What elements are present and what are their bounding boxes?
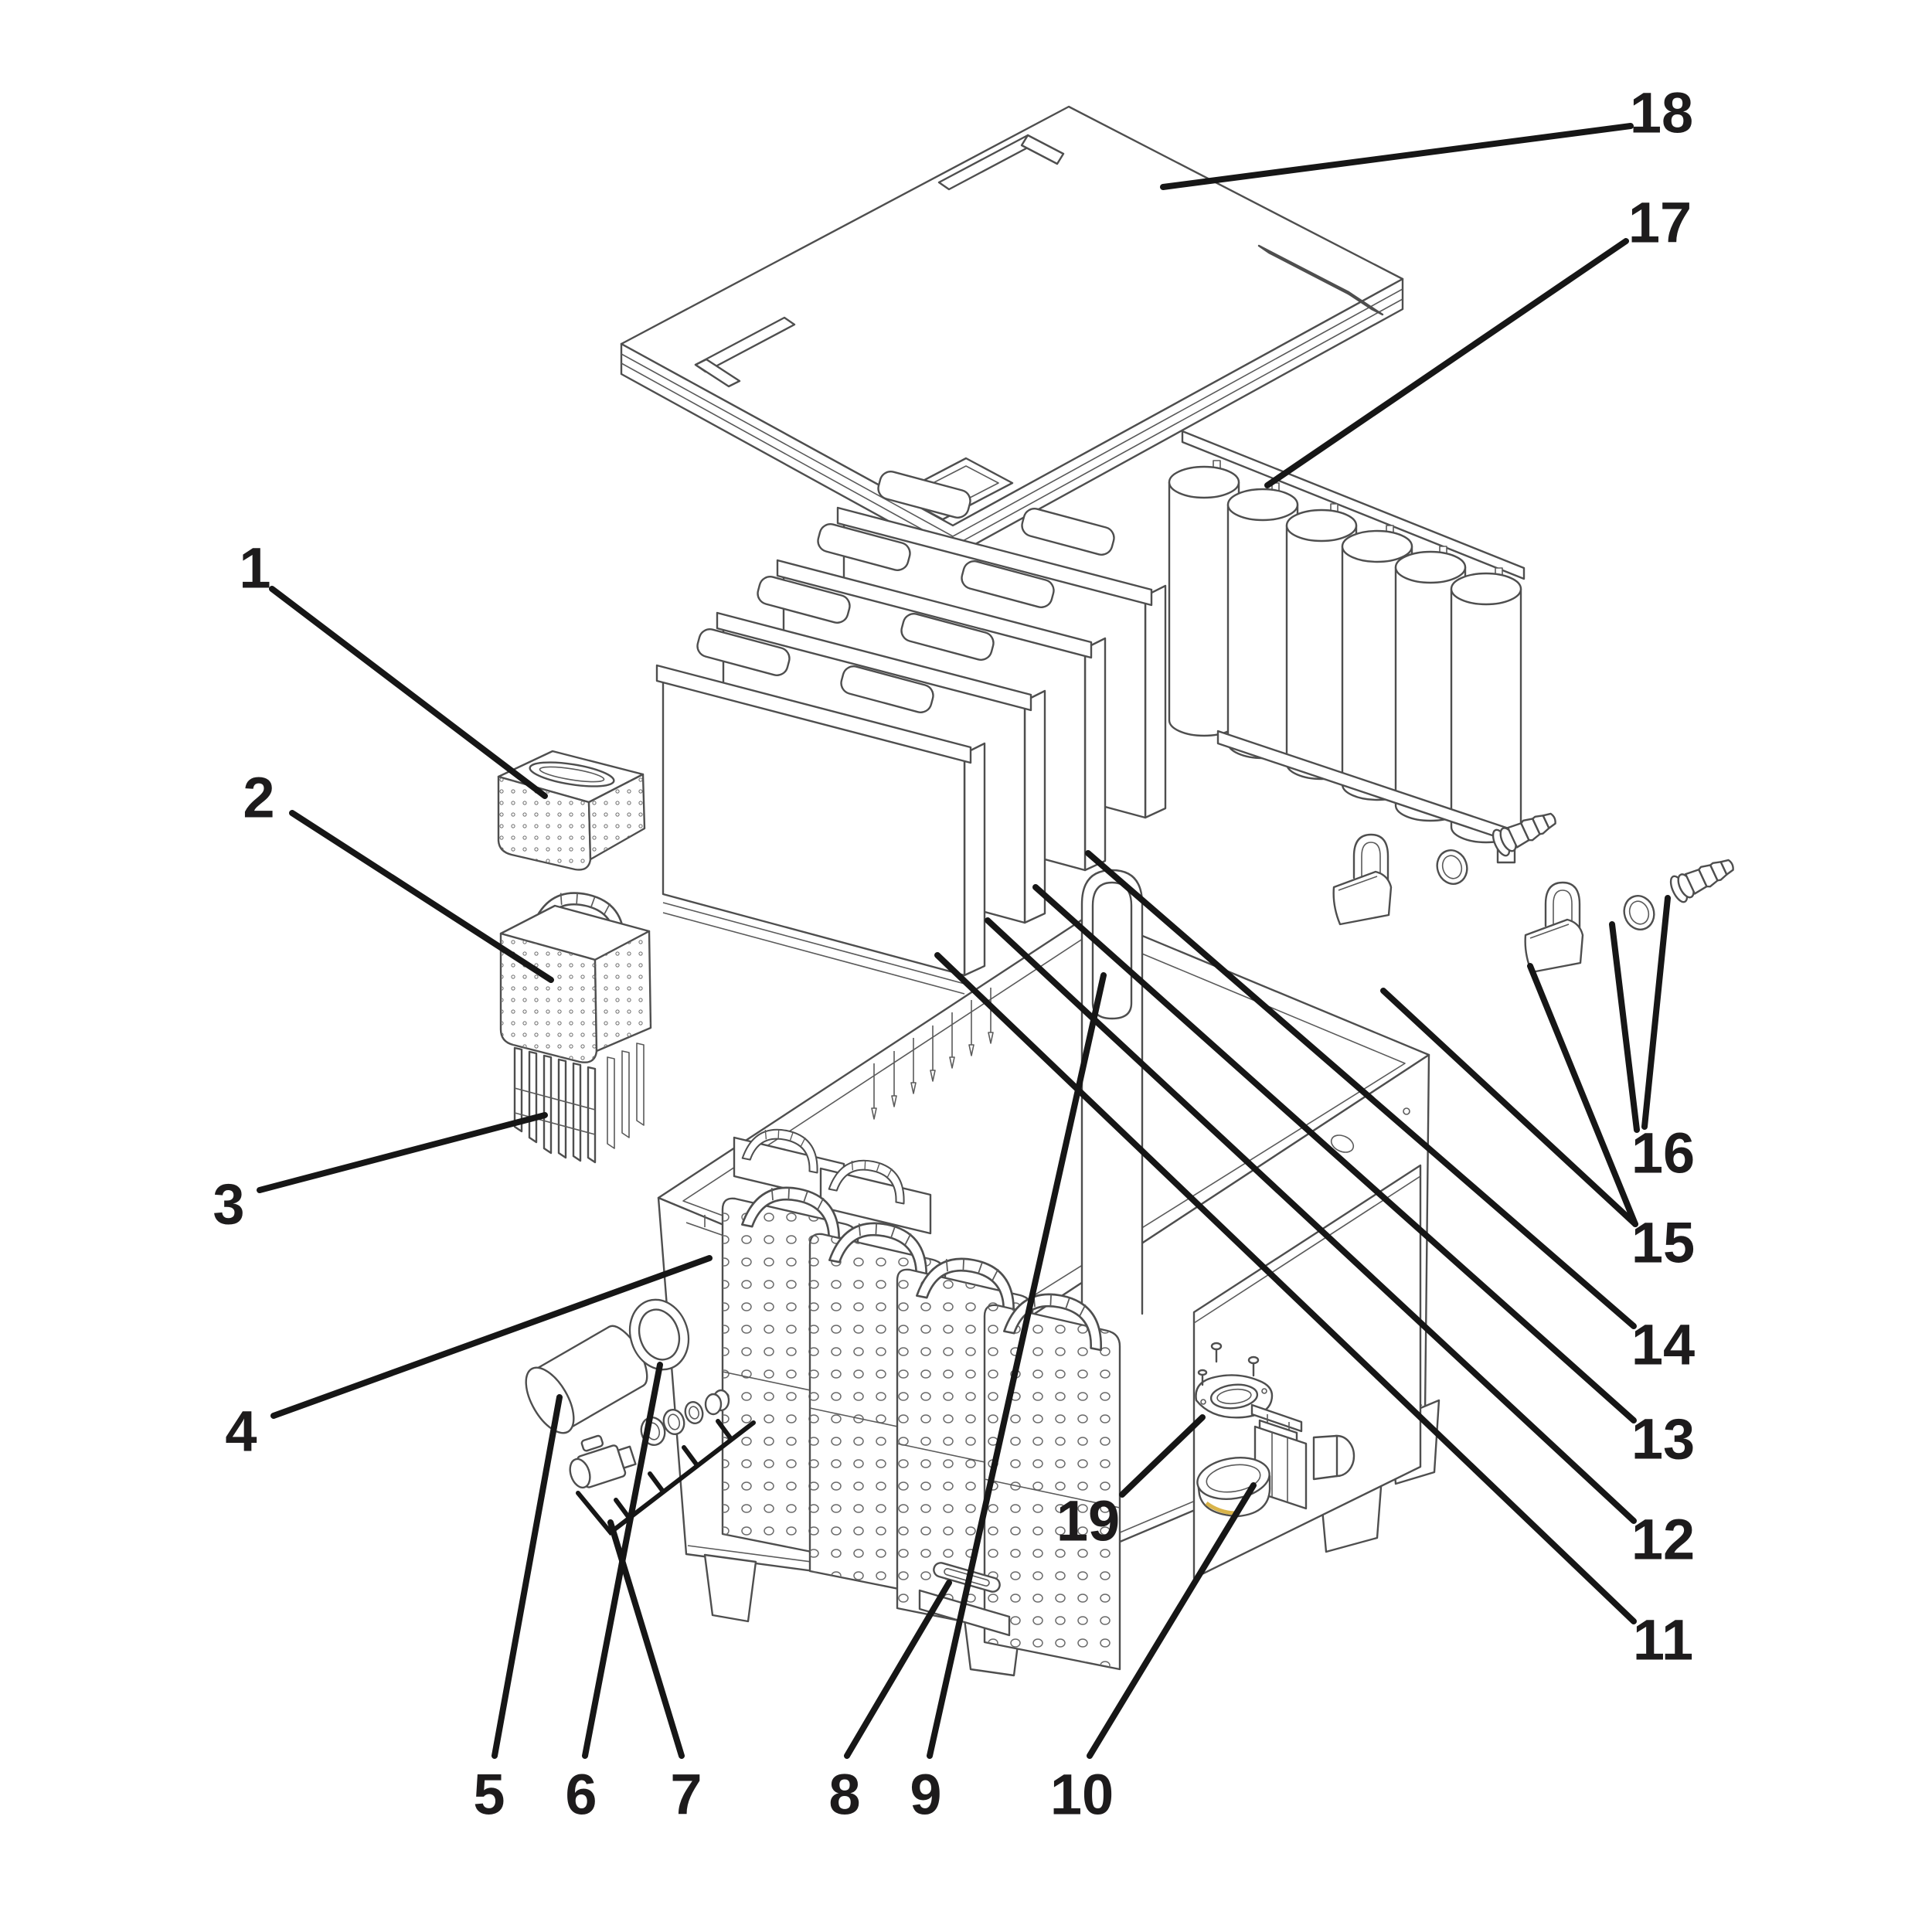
drain-valve-part: [1196, 1403, 1355, 1518]
leader-lines: [257, 123, 1671, 1759]
leader-part-19: [1119, 1414, 1206, 1498]
inner-cartridges-back-row: [733, 1122, 932, 1235]
part-label-10: 10: [1050, 1763, 1114, 1827]
leader-part-2: [289, 810, 554, 983]
leader-part-9: [927, 972, 1107, 1759]
part-label-7: 7: [670, 1763, 702, 1827]
leader-part-15: [1380, 988, 1638, 1227]
leader-part-13: [1032, 884, 1637, 1423]
part-label-8: 8: [828, 1763, 860, 1827]
large-oring-part: [628, 1298, 690, 1371]
leader-part-16: [1609, 921, 1640, 1133]
leader-part-14: [1085, 850, 1637, 1329]
highlight-mark: [1205, 1501, 1236, 1515]
part-label-2: 2: [243, 766, 274, 830]
foam-cartridges-part: [1168, 430, 1526, 864]
leader-part-16: [1641, 895, 1671, 1130]
part-label-12: 12: [1631, 1508, 1695, 1572]
leader-part-7: [607, 1519, 685, 1759]
filter-plates-part: [655, 471, 1167, 995]
part-label-16: 16: [1631, 1121, 1695, 1185]
part-label-13: 13: [1631, 1407, 1695, 1471]
part-label-9: 9: [910, 1763, 941, 1827]
filter-plate-11: [655, 628, 986, 995]
leader-part-3: [257, 1112, 548, 1193]
leader-part-15: [1527, 963, 1638, 1227]
gasket-screws: [1197, 1342, 1260, 1386]
part-label-17: 17: [1628, 191, 1692, 255]
part-label-11: 11: [1633, 1608, 1693, 1672]
leader-part-17: [1264, 238, 1629, 488]
sponge-cartridge-part: [497, 750, 646, 871]
part-label-19: 19: [1056, 1489, 1120, 1553]
line-art: [497, 105, 1740, 1677]
leader-part-4: [270, 1255, 713, 1419]
cap-fitting: [704, 1389, 730, 1416]
leader-part-10: [1087, 1482, 1257, 1759]
part-label-4: 4: [225, 1400, 257, 1464]
leader-part-1: [269, 586, 548, 799]
part-label-18: 18: [1630, 81, 1693, 145]
rim-pins: [871, 988, 994, 1120]
part-label-3: 3: [213, 1172, 244, 1236]
leader-part-5: [492, 1394, 563, 1759]
leader-part-12: [985, 917, 1637, 1524]
inner-cartridges-part: [721, 1179, 1121, 1671]
leader-part-11: [934, 952, 1637, 1624]
part-label-1: 1: [239, 536, 270, 600]
leader-part-8: [844, 1580, 952, 1759]
part-label-6: 6: [565, 1763, 597, 1827]
part-label-14: 14: [1631, 1313, 1695, 1377]
leader-part-18: [1160, 123, 1634, 190]
part-label-5: 5: [473, 1763, 505, 1827]
part-label-15: 15: [1631, 1211, 1695, 1275]
